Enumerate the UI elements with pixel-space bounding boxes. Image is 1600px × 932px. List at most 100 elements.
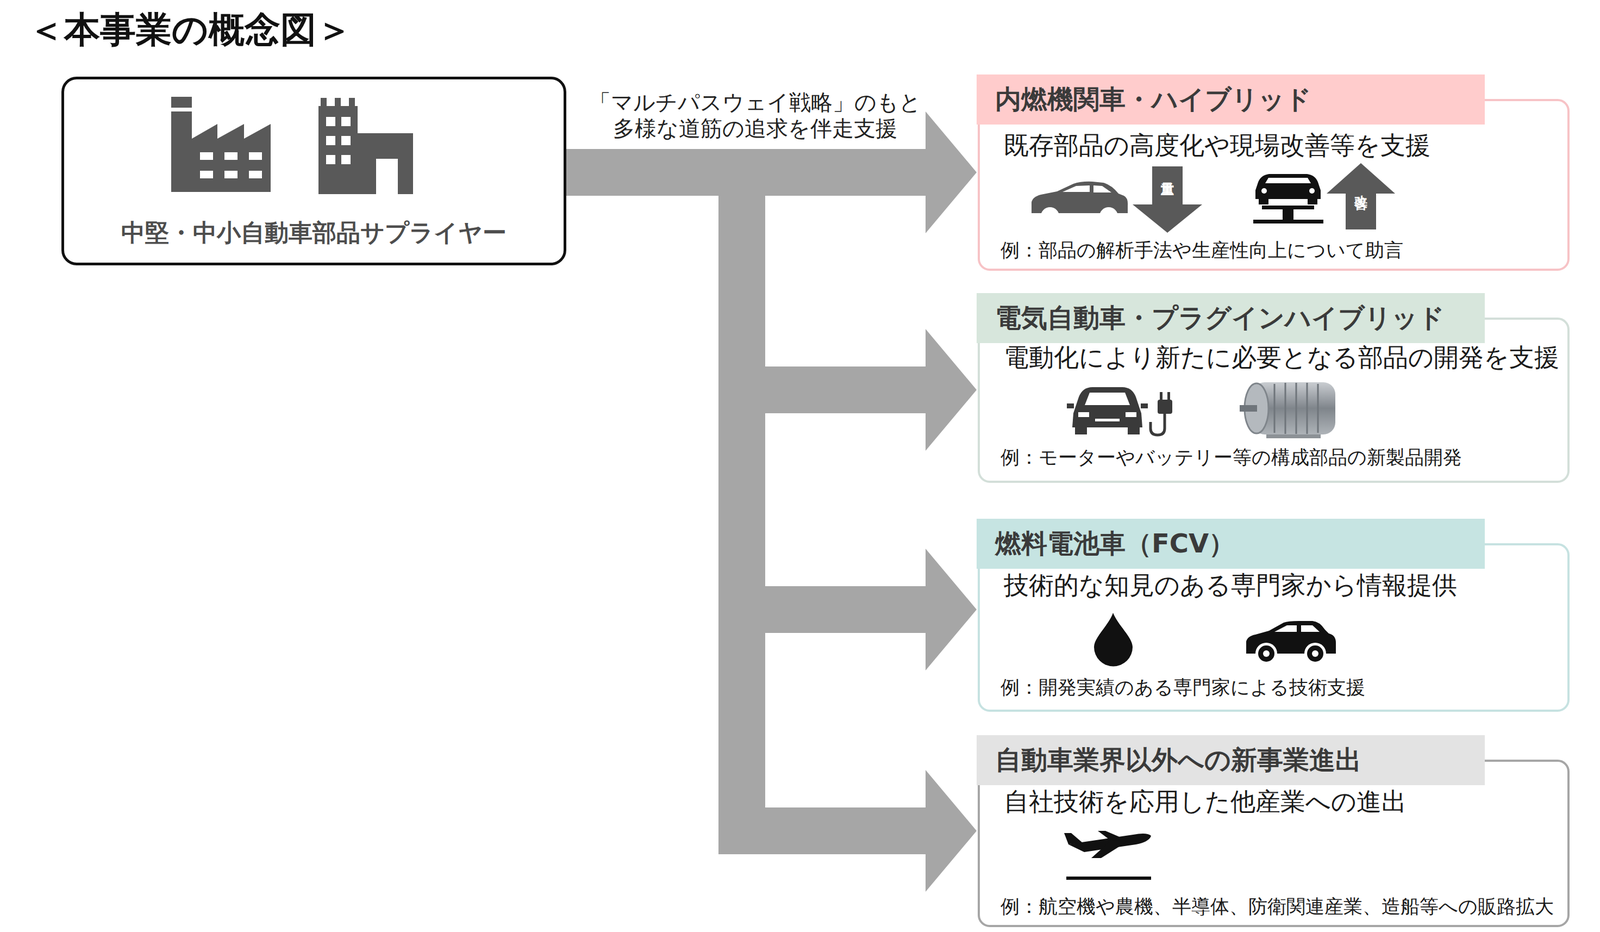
motor-body — [1252, 382, 1336, 435]
motor-shaft — [1239, 404, 1258, 412]
fin — [1317, 383, 1320, 433]
edge-label: 「マルチパスウェイ戦略」のもと 多様な道筋の追求を伴走支援 — [586, 89, 924, 142]
headlight — [1125, 411, 1137, 417]
headlight — [1261, 188, 1267, 194]
panel-body: 電動化により新たに必要となる部品の開発を支援 — [1003, 342, 1562, 372]
motor-icon — [1239, 382, 1336, 439]
window — [248, 152, 262, 160]
car-lift-icon — [1253, 173, 1324, 224]
wheel-arch — [1040, 207, 1060, 226]
factory-hall — [191, 123, 271, 192]
header-band: 内燃機関車・ハイブリッド — [976, 74, 1485, 125]
panel-heading: 電気自動車・プラグインハイブリッド — [995, 300, 1445, 336]
windshield — [1084, 392, 1130, 405]
fin — [1284, 382, 1287, 434]
wheel — [1307, 645, 1324, 662]
wheel — [1075, 427, 1087, 435]
car-shell-icon — [1031, 181, 1128, 226]
tail — [1064, 832, 1083, 845]
lift-platform — [1261, 205, 1315, 210]
lift-pillar — [1282, 209, 1294, 221]
building-icon — [318, 97, 414, 195]
wing — [1097, 830, 1121, 839]
header-band: 燃料電池車（FCV） — [976, 518, 1485, 569]
building-windows — [326, 116, 398, 195]
spike — [320, 97, 327, 109]
panel-example: 例：部品の解析手法や生産性向上について助言 — [1000, 238, 1566, 262]
car-body — [1031, 181, 1128, 214]
plug-prong — [1167, 391, 1171, 400]
tower — [318, 105, 358, 195]
window — [200, 170, 214, 179]
category-panel: 電気自動車・プラグインハイブリッド電動化により新たに必要となる部品の開発を支援例… — [976, 292, 1570, 483]
panel-example: 例：モーターやバッテリー等の構成部品の新製品開発 — [1000, 445, 1566, 469]
wheel-ring — [1304, 642, 1327, 665]
arrow-head — [925, 328, 977, 451]
arrow-head — [925, 548, 977, 671]
headlight — [1309, 188, 1315, 194]
arrow-badge: 重量 — [1132, 166, 1203, 233]
category-panel: 自動車業界以外への新事業進出自社技術を応用した他産業への進出例：航空機や農機、半… — [976, 734, 1570, 927]
car-window — [1301, 625, 1320, 632]
lift-base — [1253, 219, 1324, 224]
window — [224, 170, 238, 179]
header-band: 電気自動車・プラグインハイブリッド — [976, 292, 1485, 343]
header-band: 自動車業界以外への新事業進出 — [976, 734, 1485, 785]
fin — [1306, 382, 1309, 434]
arrow-head — [925, 769, 977, 892]
panel-body: 既存部品の高度化や現場改善等を支援 — [1003, 130, 1562, 160]
wheel — [1127, 427, 1140, 435]
airplane-icon — [1064, 830, 1152, 880]
plug-head — [1157, 399, 1173, 414]
panel-body: 自社技術を応用した他産業への進出 — [1003, 786, 1562, 816]
wheel-arch — [1099, 207, 1118, 226]
wheel — [1258, 198, 1269, 205]
motor-foot — [1266, 430, 1321, 439]
supplier-box: 中堅・中小自動車部品サプライヤー — [61, 76, 567, 266]
door — [376, 158, 398, 195]
fcv-car-icon — [1246, 620, 1336, 665]
window — [341, 154, 351, 165]
arrow-badge: 改善 — [1326, 163, 1396, 230]
factory-windows — [200, 152, 262, 179]
fin — [1295, 382, 1298, 434]
up-arrow-shape — [1326, 163, 1396, 230]
factory-icon — [171, 96, 271, 192]
supplier-label: 中堅・中小自動車部品サプライヤー — [64, 218, 564, 248]
panel-heading: 内燃機関車・ハイブリッド — [995, 82, 1312, 117]
wheel — [1307, 198, 1318, 205]
car-body — [1246, 620, 1336, 654]
fuselage — [1068, 833, 1152, 852]
ev-car-icon — [1066, 386, 1173, 435]
motor-cap — [1244, 383, 1269, 434]
spike — [334, 97, 341, 109]
diagram-title: ＜本事業の概念図＞ — [28, 5, 353, 55]
car-window — [1274, 625, 1297, 632]
window — [341, 135, 351, 146]
motor-fins — [1274, 382, 1318, 434]
panel-example: 例：航空機や農機、半導体、防衛関連産業、造船等への販路拡大 — [1000, 894, 1566, 918]
car-body — [1255, 173, 1321, 199]
hub — [1263, 650, 1270, 657]
window — [200, 152, 214, 160]
mirror — [1066, 403, 1074, 409]
arrow-shaft — [566, 172, 926, 831]
window — [224, 152, 238, 160]
car-body — [1072, 386, 1143, 428]
wheel-ring — [1255, 642, 1278, 665]
flow-arrow — [566, 172, 977, 892]
category-panel: 燃料電池車（FCV）技術的な知見のある専門家から情報提供例：開発実績のある専門家… — [976, 518, 1570, 712]
panel-heading: 燃料電池車（FCV） — [995, 526, 1235, 561]
car-window — [1062, 185, 1090, 192]
category-panel: 内燃機関車・ハイブリッド既存部品の高度化や現場改善等を支援例：部品の解析手法や生… — [976, 74, 1570, 271]
window — [326, 116, 336, 127]
windshield — [1265, 177, 1311, 184]
window — [326, 154, 336, 165]
panel-heading: 自動車業界以外への新事業進出 — [995, 742, 1362, 778]
fin — [1273, 383, 1276, 433]
hydrogen-drop-icon — [1094, 612, 1133, 667]
runway-line — [1066, 876, 1152, 880]
down-arrow-shape — [1132, 166, 1203, 233]
